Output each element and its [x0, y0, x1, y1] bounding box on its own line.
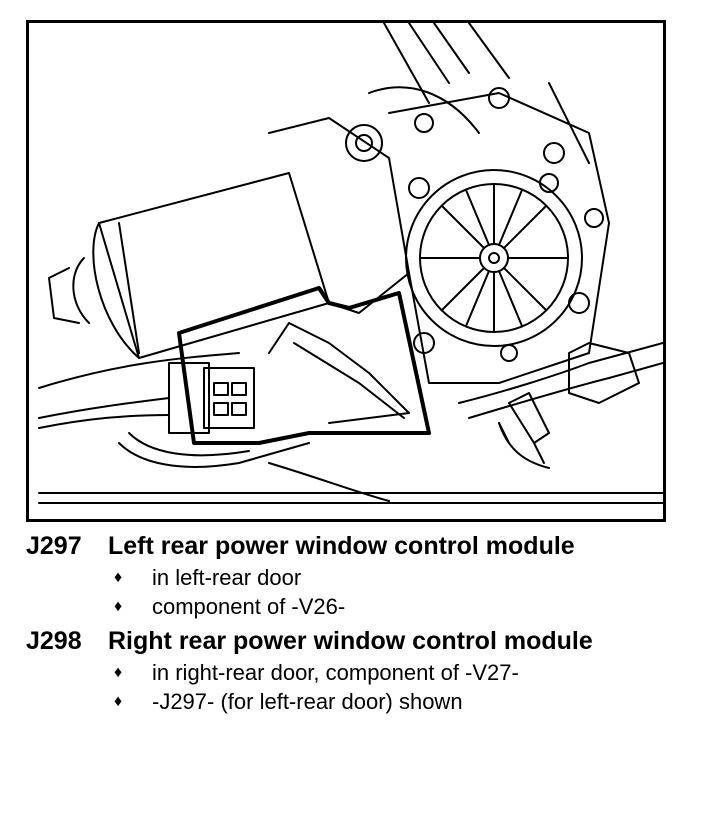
list-item: ♦ in right-rear door, component of -V27- — [114, 658, 686, 687]
component-legend: J297 Left rear power window control modu… — [26, 532, 686, 722]
diamond-bullet-icon: ♦ — [114, 569, 123, 586]
gear-housing — [345, 87, 610, 384]
window-motor-drawing — [38, 23, 663, 504]
door-panel-lines — [368, 23, 590, 164]
list-item: ♦ -J297- (for left-rear door) shown — [114, 687, 686, 716]
bullet-text: component of -V26- — [152, 594, 346, 619]
list-item: ♦ in left-rear door — [114, 563, 686, 592]
bullet-text: in left-rear door — [152, 565, 302, 590]
legend-entry-j297: J297 Left rear power window control modu… — [26, 532, 686, 621]
bullet-text: in right-rear door, component of -V27- — [152, 660, 519, 685]
bullet-text: -J297- (for left-rear door) shown — [152, 689, 463, 714]
list-item: ♦ component of -V26- — [114, 592, 686, 621]
illustration-frame — [26, 20, 666, 522]
wiring-harness — [38, 342, 663, 502]
bullet-list: ♦ in right-rear door, component of -V27-… — [26, 658, 686, 716]
floor-lines — [38, 352, 663, 504]
component-code: J298 — [26, 627, 82, 655]
component-title: Left rear power window control module — [108, 532, 575, 560]
component-title: Right rear power window control module — [108, 627, 593, 655]
connector — [168, 322, 410, 434]
bullet-list: ♦ in left-rear door ♦ component of -V26- — [26, 563, 686, 621]
diamond-bullet-icon: ♦ — [114, 664, 123, 681]
motor-body — [48, 117, 410, 359]
legend-entry-j298: J298 Right rear power window control mod… — [26, 627, 686, 716]
diamond-bullet-icon: ♦ — [114, 693, 123, 710]
diamond-bullet-icon: ♦ — [114, 598, 123, 615]
control-module-outline — [177, 286, 431, 445]
component-code: J297 — [26, 532, 82, 560]
